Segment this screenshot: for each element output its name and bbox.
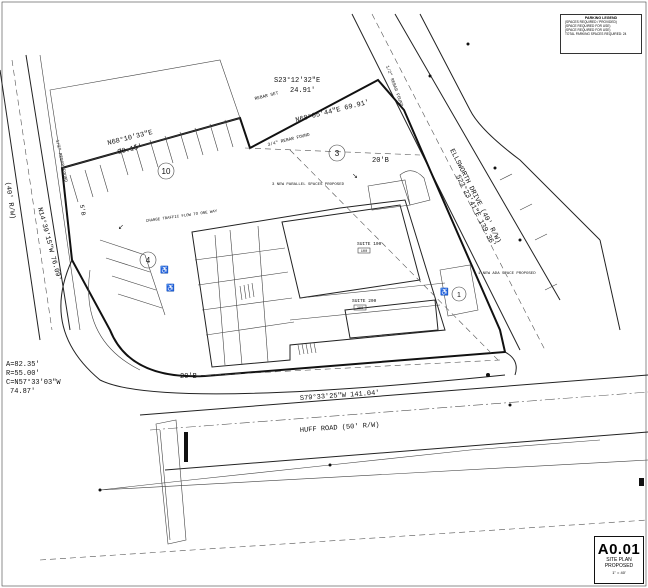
rebar-found-west-note: 1/2" REBAR FOUND xyxy=(54,139,69,183)
crosswalk-strip xyxy=(155,419,187,545)
parking-count: 1 xyxy=(457,292,461,299)
huff-edge-b xyxy=(164,431,648,471)
suite-200-label: SUITE 200 xyxy=(352,298,377,304)
traffic-flow-note: CHANGE TRAFFIC FLOW TO ONE WAY xyxy=(146,210,218,224)
suite-200-tag-box xyxy=(353,304,367,311)
ramp-curve xyxy=(399,170,431,206)
ellsworth-edge-b xyxy=(394,13,561,301)
legend-line: TOTAL PARKING SPACES REQUIRED: 24 xyxy=(565,32,627,36)
utility-pole-a xyxy=(98,488,102,492)
west-row-label: (40' R/W) xyxy=(3,181,16,220)
parking-count-circle xyxy=(328,144,346,162)
huff-center xyxy=(149,391,648,431)
utility-pole-f xyxy=(466,42,470,46)
rebar-set-note: REBAR SET xyxy=(254,90,279,102)
bearing-top: S23°12'32"E xyxy=(274,76,320,85)
ada-symbol-icon: ♿ xyxy=(166,283,175,292)
utility-line xyxy=(99,439,601,491)
suite-100-tag: 100 xyxy=(361,250,367,254)
legend-line: (SPACES REQUIRED / PROVIDED) xyxy=(565,20,617,24)
east-ticks xyxy=(499,173,558,291)
huff-road-label: HUFF ROAD (50' R/W) xyxy=(300,421,380,435)
ellsworth-center xyxy=(371,13,546,351)
parking-stalls-west xyxy=(99,239,166,316)
ellsworth-curb-east xyxy=(419,13,601,241)
drive-curve-inner xyxy=(88,269,141,371)
stair-hatch xyxy=(239,282,317,356)
utility-pole-e xyxy=(428,74,432,78)
parking-count-circles xyxy=(139,144,467,302)
setback-bottom: 20'B xyxy=(180,373,197,381)
sheet-title-line2: PROPOSED xyxy=(604,562,634,569)
curve-c: C=N57°33'03"W xyxy=(6,378,61,387)
huff-row-south xyxy=(99,459,648,491)
setback-top: 20'B xyxy=(372,157,389,165)
west-row-line xyxy=(39,54,81,331)
setback-south-line xyxy=(194,359,501,377)
ada-space-note: 1 NEW ADA SPACE PROPOSED xyxy=(478,272,536,276)
crosswalk-line xyxy=(159,429,171,541)
huff-south-line xyxy=(39,519,648,561)
utility-pole-h xyxy=(518,238,522,242)
ada-symbol-icon: ♿ xyxy=(440,287,449,296)
bearing-north-mid: N68°05'44"E 69.91' xyxy=(295,98,371,125)
suite-100-tag-box xyxy=(357,247,371,254)
legend-title: PARKING LEGEND xyxy=(584,16,618,20)
sheet-title-line1: SITE PLAN xyxy=(606,557,632,563)
building-footprint xyxy=(191,199,446,368)
ramp-enclosure xyxy=(367,179,411,211)
suite-200-block xyxy=(344,299,439,339)
sheet-number: A0.01 xyxy=(597,541,641,558)
sheet-scale: 1" = 40' xyxy=(612,570,626,575)
legend-line: (SPACE REQUIRED FOR USE) xyxy=(565,24,611,28)
bearing-top-dist: 24.91' xyxy=(290,87,315,95)
parking-count-circle xyxy=(157,162,175,180)
setback-north-line xyxy=(244,147,421,156)
bearing-north-left-dist: 98.15' xyxy=(117,143,143,157)
east-curb-end xyxy=(599,239,621,331)
ada-area xyxy=(439,264,479,317)
parking-count: 10 xyxy=(162,167,171,176)
utility-pole-d xyxy=(486,373,490,377)
bearing-west: N14°39'15"W 76.09' xyxy=(35,206,63,281)
west-road-center xyxy=(11,59,53,331)
parking-count-circle xyxy=(451,286,467,302)
corner-curve xyxy=(504,351,517,376)
curve-c-dist: 74.87' xyxy=(10,388,35,396)
west-road-edge-a xyxy=(0,69,41,341)
sheet-title-block: A0.01 SITE PLAN PROPOSED 1" = 40' xyxy=(594,536,644,584)
parking-legend: PARKING LEGEND (SPACES REQUIRED / PROVID… xyxy=(560,14,642,54)
utility-pole-c xyxy=(508,403,512,407)
parking-stalls-north xyxy=(69,119,234,203)
nw-parcel xyxy=(49,59,241,169)
office-interior-walls xyxy=(194,225,446,366)
west-road-edge-b xyxy=(25,54,71,331)
utility-pole-g xyxy=(493,166,497,170)
suite-200-tag: 200 xyxy=(357,307,363,311)
parking-count: 3 xyxy=(335,149,340,158)
rebar-found-34-note: 3/4" REBAR FOUND xyxy=(267,132,311,148)
parking-count: 4 xyxy=(146,256,151,265)
parking-count-circle xyxy=(139,251,157,269)
setback-left: 5'B xyxy=(78,204,87,216)
suite-100-block xyxy=(281,204,421,299)
legend-line: (SPACE REQUIRED FOR USE) xyxy=(565,28,611,32)
traffic-arrow-icon: ↙ xyxy=(118,224,124,231)
parallel-spaces-note: 3 NEW PARALLEL SPACES PROPOSED xyxy=(272,183,345,187)
suite-100-label: SUITE 100 xyxy=(357,241,382,247)
match-mark xyxy=(639,478,644,486)
curve-r: R=55.00' xyxy=(6,370,40,378)
traffic-arrow-icon: ↘ xyxy=(352,173,358,180)
utility-pole-b xyxy=(328,463,332,467)
huff-edge-a xyxy=(139,374,648,416)
ada-symbol-icon: ♿ xyxy=(160,265,169,274)
heavy-curb-mark xyxy=(184,432,188,462)
curve-a: A=82.35' xyxy=(6,361,40,369)
property-boundary xyxy=(60,78,507,378)
drive-curve-outer xyxy=(60,259,506,395)
